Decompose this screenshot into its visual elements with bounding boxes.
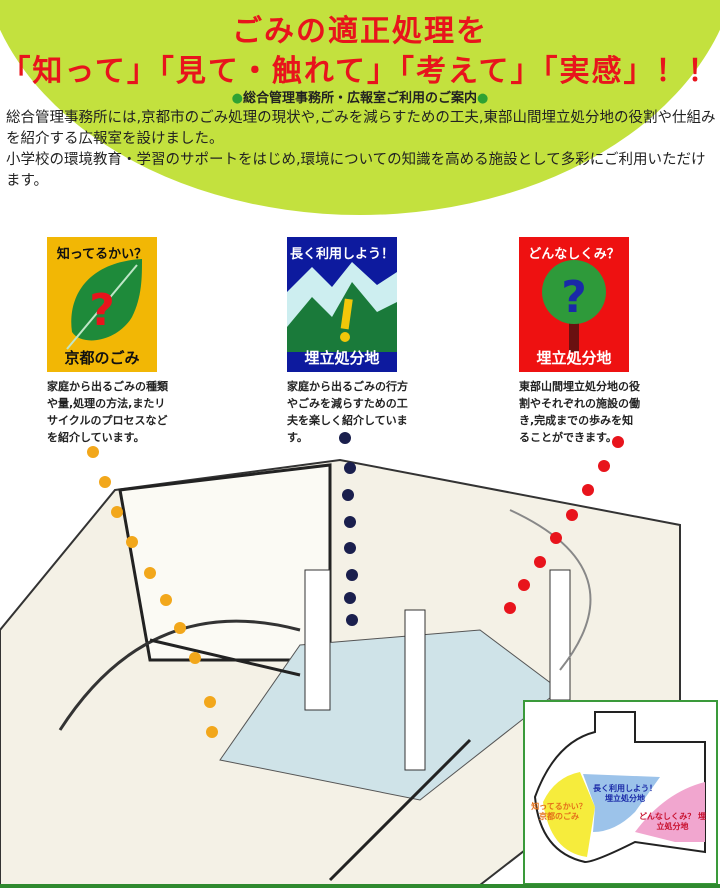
panel-description: 家庭から出るごみの行方やごみを減らすための工夫を楽しく紹介しています。	[287, 380, 408, 444]
panel-heading: どんなしくみ？	[528, 247, 620, 262]
panel-footer: 埋立処分地	[536, 349, 612, 367]
bullet-icon: ●	[231, 91, 243, 106]
panel-landfill-mechanism: ? どんなしくみ？ 埋立処分地	[519, 237, 629, 372]
main-title: ごみの適正処理を	[232, 14, 488, 49]
subtitle-text: 総合管理事務所・広報室ご利用のご案内	[242, 91, 477, 106]
panel-kyoto-gomi: ? 知ってるかい？ 京都のごみ	[47, 237, 157, 372]
panel-footer: 埋立処分地	[304, 349, 380, 367]
panel-landfill-reuse: 長く利用しよう！ 埋立処分地	[287, 237, 397, 372]
intro-paragraph: 小学校の環境教育・学習のサポートをはじめ,環境についての知識を高める施設として多…	[6, 152, 706, 189]
subtitle: ●総合管理事務所・広報室ご利用のご案内●	[0, 87, 720, 106]
svg-text:?: ?	[89, 285, 115, 336]
main-title-line2: 「知って」「見て・触れて」「考えて」「実感」！！	[0, 54, 720, 89]
tree-question-icon: ?	[542, 260, 606, 352]
map-label-kyoto-gomi: 知ってるかい？ 京都のごみ	[531, 802, 587, 821]
panel-heading: 知ってるかい？	[56, 247, 148, 262]
floor-plan	[533, 711, 706, 864]
svg-text:?: ?	[561, 272, 587, 323]
intro-paragraph: 総合管理事務所には,京都市のごみ処理の現状や,ごみを減らすための工夫,東部山間埋…	[6, 110, 716, 147]
floor-map-inset: 知ってるかい？ 京都のごみ 長く利用しよう！ 埋立処分地 どんなしくみ？ 埋立処…	[523, 700, 718, 885]
bottom-rule	[0, 884, 720, 888]
map-label-landfill: 長く利用しよう！ 埋立処分地	[593, 784, 657, 803]
mountain-exclamation-icon	[287, 262, 397, 352]
facility-illustration	[0, 432, 681, 885]
leaf-question-icon: ?	[66, 259, 142, 350]
panel-heading: 長く利用しよう！	[289, 247, 394, 262]
panel-description: 東部山間埋立処分地の役割やそれぞれの施設の働き,完成までの歩みを知ることができま…	[519, 380, 640, 444]
panel-footer: 京都のごみ	[64, 349, 140, 367]
panel-description: 家庭から出るごみの種類や量,処理の方法,またリサイクルのプロセスなどを紹介してい…	[47, 380, 168, 444]
map-label-mechanism: どんなしくみ？ 埋立処分地	[638, 812, 707, 831]
bullet-icon: ●	[477, 91, 489, 106]
